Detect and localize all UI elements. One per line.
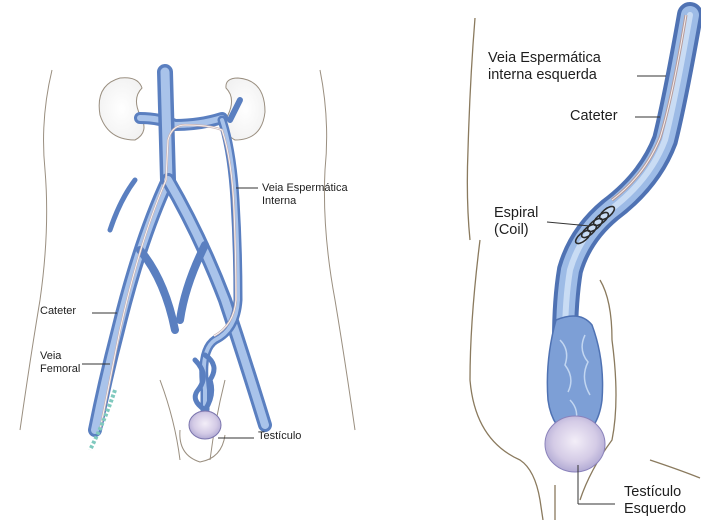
left-testicle-label: Testículo bbox=[258, 430, 301, 443]
left-vein-label-line2: Interna bbox=[262, 195, 348, 208]
left-catheter-label: Cateter bbox=[40, 305, 76, 318]
right-vein-label-line2: interna esquerda bbox=[488, 67, 601, 84]
right-testicle-label-line1: Testículo bbox=[624, 484, 701, 501]
right-vein-label-line1: Veia Espermática bbox=[488, 50, 601, 67]
left-kidney-shape bbox=[99, 78, 144, 140]
femoral-vein-label-line1: Veia bbox=[40, 350, 80, 363]
right-figure bbox=[467, 15, 700, 520]
right-testicle-label: Testículo Esquerdo bbox=[624, 484, 701, 517]
femoral-vein-label: Veia Femoral bbox=[40, 350, 80, 375]
coil-label-line1: Espiral bbox=[494, 205, 538, 222]
left-testicle-shape bbox=[189, 411, 221, 439]
femoral-vein-label-line2: Femoral bbox=[40, 363, 80, 376]
coil-label: Espiral (Coil) bbox=[494, 205, 538, 238]
right-testicle-shape bbox=[545, 416, 605, 472]
left-vein-label-line1: Veia Espermática bbox=[262, 182, 348, 195]
left-vein-label: Veia Espermática Interna bbox=[262, 182, 348, 207]
right-kidney-shape bbox=[225, 78, 265, 140]
right-catheter-label: Cateter bbox=[570, 108, 618, 125]
left-figure bbox=[20, 70, 355, 462]
right-testicle-label-line2: Esquerdo bbox=[624, 501, 701, 518]
coil-label-line2: (Coil) bbox=[494, 222, 538, 239]
right-vein-label: Veia Espermática interna esquerda bbox=[488, 50, 601, 83]
